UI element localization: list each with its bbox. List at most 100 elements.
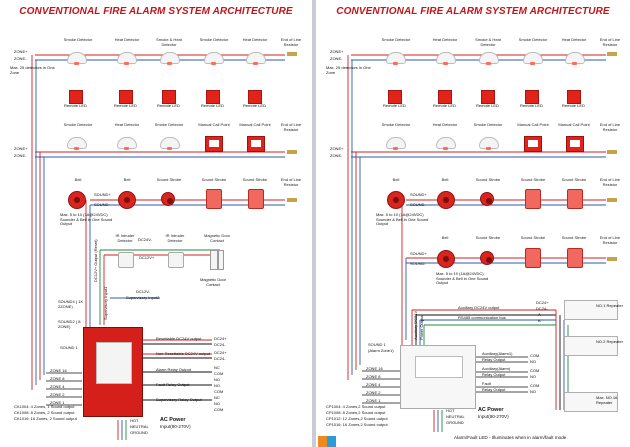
sound-strobe-icon — [480, 192, 494, 206]
manual-call-point-icon — [205, 136, 223, 152]
hdr-bell: Bell — [441, 235, 449, 240]
sound-minus-label: SOUND- — [410, 202, 426, 207]
ac-power-title: AC Power — [160, 417, 186, 423]
dc12v-label: DC12V+ — [139, 255, 155, 260]
hdr-heat: Heat Detector — [432, 122, 458, 127]
sound-strobe-icon — [248, 189, 264, 209]
smoke-detector-icon — [67, 137, 87, 150]
sound-minus-label: SOUND- — [410, 261, 426, 266]
resistor-icon — [287, 150, 297, 154]
ir-detector-icon — [168, 252, 184, 268]
zone-plus-label: ZONE+ — [330, 146, 344, 151]
ac-power-sub: Input(90-270V) — [160, 424, 191, 429]
term-label: NO — [530, 359, 536, 364]
vert-reset-label: DC12V+ Output (Reset) — [93, 239, 98, 282]
smoke-detector-icon — [386, 52, 406, 65]
term-label: COM — [530, 383, 540, 388]
resistor-icon — [607, 52, 617, 56]
heat-detector-icon — [246, 52, 266, 65]
resistor-icon — [607, 198, 617, 202]
heat-detector-icon — [565, 52, 585, 65]
sound-strobe-icon — [525, 248, 541, 268]
hdr-eol: End of Line Resistor — [599, 177, 621, 187]
term-label: NO — [214, 401, 220, 406]
remote-led-icon — [567, 90, 581, 104]
smoke-heat-detector-icon — [160, 52, 180, 65]
hdr-bell: Bell — [392, 177, 400, 182]
zone-note: Max. 25 detectors in One Zone — [326, 65, 371, 75]
term-label: A — [538, 312, 541, 317]
zone-plus-label: ZONE+ — [330, 49, 344, 54]
hdr-strobe: Sound Strobe — [475, 177, 501, 182]
term-label: COM — [530, 368, 540, 373]
remote-led-icon — [248, 90, 262, 104]
sound-strobe-icon — [480, 251, 494, 265]
zone-minus-label: ZONE- — [14, 153, 27, 158]
resettable-output-label: Resettable DC24V output — [156, 336, 202, 341]
dc12v-minus-label: DC12V- — [136, 289, 151, 294]
resistor-icon — [287, 52, 297, 56]
resistor-icon — [607, 150, 617, 154]
term-label: NO — [530, 389, 536, 394]
left-diagram: CONVENTIONAL FIRE ALARM SYSTEM ARCHITECT… — [0, 0, 312, 447]
panel-display — [96, 342, 132, 384]
right-diagram: CONVENTIONAL FIRE ALARM SYSTEM ARCHITECT… — [316, 0, 630, 447]
hdr-eol: End of Line Resistor — [280, 37, 302, 47]
hdr-smoke-heat: Smoke & Heat Detector — [475, 37, 501, 47]
model-label: CP1008: 8 Zones,2 Sound output — [326, 410, 386, 415]
hdr-smoke: Smoke Detector — [381, 122, 411, 127]
neutral-label: NEUTRAL — [446, 414, 465, 419]
dc24v-label: DC24V- — [138, 237, 153, 242]
model-label: CP1012: 12 Zones,2 Sound output — [326, 416, 388, 421]
repeater-panel — [564, 392, 618, 412]
remote-led-icon — [525, 90, 539, 104]
ir-detector-icon — [118, 252, 134, 268]
smoke-detector-icon — [67, 52, 87, 65]
sound-strobe-icon — [206, 189, 222, 209]
term-label: NC — [214, 395, 220, 400]
magnetic-contact-icon — [218, 250, 224, 270]
non-resettable-output-label: Non-Resettable DC24V output — [156, 351, 211, 356]
hdr-strobe: Sound Strobe — [242, 177, 268, 182]
smoke-detector-icon — [160, 137, 180, 150]
hdr-ir: IR Intruder Detector — [115, 233, 135, 243]
zone-label: ZONE 1 — [50, 400, 65, 405]
repeater-label: Max. NO.16 Repeater — [596, 395, 618, 405]
term-label: DC24+ — [214, 336, 227, 341]
sound-plus-label: SOUND+ — [410, 192, 427, 197]
hdr-smoke: Smoke Detector — [63, 122, 93, 127]
hdr-heat: Heat Detector — [114, 122, 140, 127]
term-label: NC — [214, 365, 220, 370]
remote-led-label: Remote LED — [520, 103, 543, 108]
term-label: COM — [530, 353, 540, 358]
diagram-title: CONVENTIONAL FIRE ALARM SYSTEM ARCHITECT… — [336, 6, 610, 17]
sound4-label: SOUND4 ( 1K 2ZONE) — [58, 299, 84, 309]
hdr-mcp: Manual Call Point — [198, 122, 230, 127]
hdr-strobe: Sound Strobe — [201, 177, 227, 182]
footer-text: Alarm/Fault LED - Illuminates when in al… — [454, 435, 568, 440]
hdr-heat: Heat Detector — [432, 37, 458, 42]
hdr-mcp: Manual Call Point — [558, 122, 590, 127]
heat-detector-icon — [117, 52, 137, 65]
term-label: DC24+ — [214, 350, 227, 355]
bell-icon — [437, 191, 455, 209]
ground-label: GROUND — [446, 420, 464, 425]
term-label: B — [538, 318, 541, 323]
hdr-mcp: Manual Call Point — [239, 122, 271, 127]
sound1-label: SOUND 1 — [60, 345, 78, 350]
magnetic-label: Magnetic Door Contact — [199, 277, 226, 287]
heat-detector-icon — [436, 137, 456, 150]
remote-led-icon — [388, 90, 402, 104]
term-label: NO — [214, 383, 220, 388]
zone-minus-label: ZONE- — [330, 153, 343, 158]
relay-label: Relay Output — [482, 387, 506, 392]
repeater-panel — [564, 336, 618, 356]
hdr-strobe: Sound Strobe — [475, 235, 501, 240]
model-label: CP1016: 16 Zones,2 Sound output — [326, 422, 388, 427]
alarm-zone1-label: (Alarm Zone1) — [368, 348, 394, 353]
hot-label: HOT — [446, 408, 455, 413]
repeater-label: NO.1 Repeater — [596, 303, 623, 308]
zone-label: ZONE 16 — [50, 368, 67, 373]
relay-label: Auxiliary(Alarm1) — [482, 351, 513, 356]
diagram-title: CONVENTIONAL FIRE ALARM SYSTEM ARCHITECT… — [19, 6, 293, 17]
